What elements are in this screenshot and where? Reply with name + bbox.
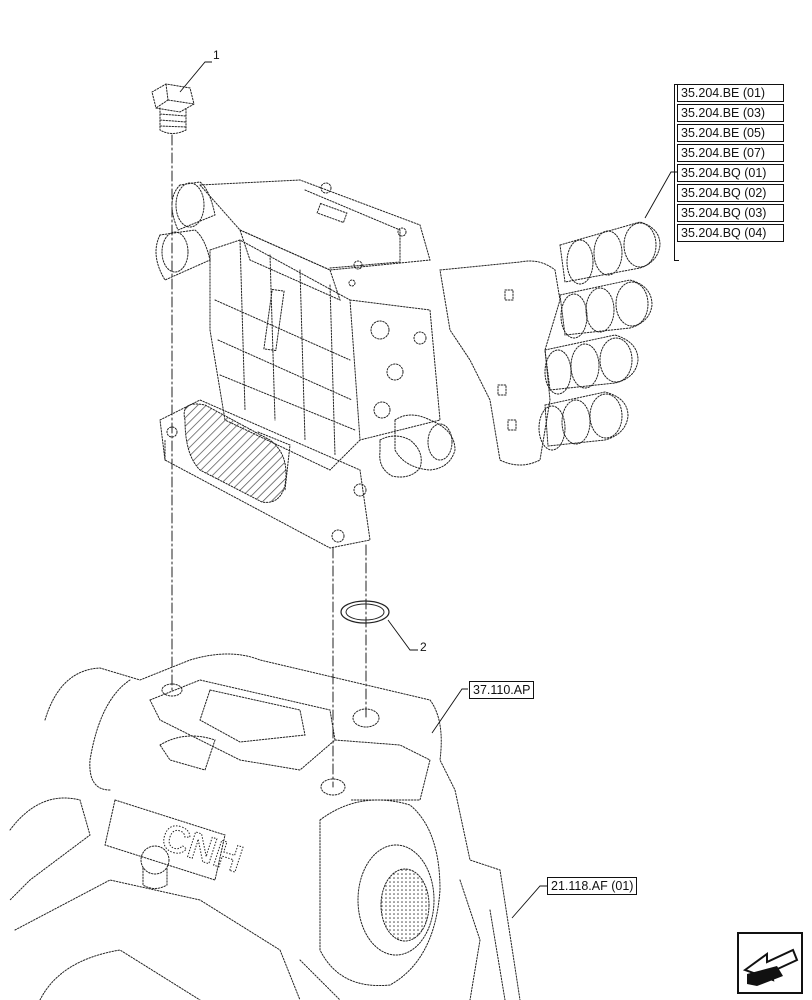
ref-link-housing[interactable]: 37.110.AP	[469, 681, 535, 699]
callout-2: 2	[420, 640, 427, 654]
assembly-centerlines	[171, 134, 367, 788]
bolt-part	[151, 83, 195, 134]
ref-link-1[interactable]: 35.204.BE (03)	[677, 104, 784, 122]
o-ring-part	[340, 600, 390, 624]
housing-logo: CNH	[156, 816, 247, 881]
valve-block	[155, 179, 456, 549]
leader-line-housing	[431, 688, 468, 734]
leader-line-couplers	[644, 171, 678, 219]
ref-link-5[interactable]: 35.204.BQ (02)	[677, 184, 784, 202]
ref-link-7[interactable]: 35.204.BQ (04)	[677, 224, 784, 242]
arrow-next-page-icon[interactable]	[737, 932, 803, 994]
coupler-ref-stack: 35.204.BE (01) 35.204.BE (03) 35.204.BE …	[677, 84, 784, 244]
ref-link-3[interactable]: 35.204.BE (07)	[677, 144, 784, 162]
ref-link-4[interactable]: 35.204.BQ (01)	[677, 164, 784, 182]
ref-bracket	[674, 84, 679, 261]
leader-line-2	[387, 619, 418, 651]
leader-line-lower	[511, 885, 547, 919]
callout-1: 1	[213, 48, 220, 62]
ref-link-2[interactable]: 35.204.BE (05)	[677, 124, 784, 142]
ref-link-0[interactable]: 35.204.BE (01)	[677, 84, 784, 102]
remote-couplers	[439, 221, 661, 466]
axle-housing	[9, 653, 521, 1000]
ref-link-lower[interactable]: 21.118.AF (01)	[547, 877, 638, 895]
leader-line-1	[179, 61, 212, 93]
ref-link-6[interactable]: 35.204.BQ (03)	[677, 204, 784, 222]
